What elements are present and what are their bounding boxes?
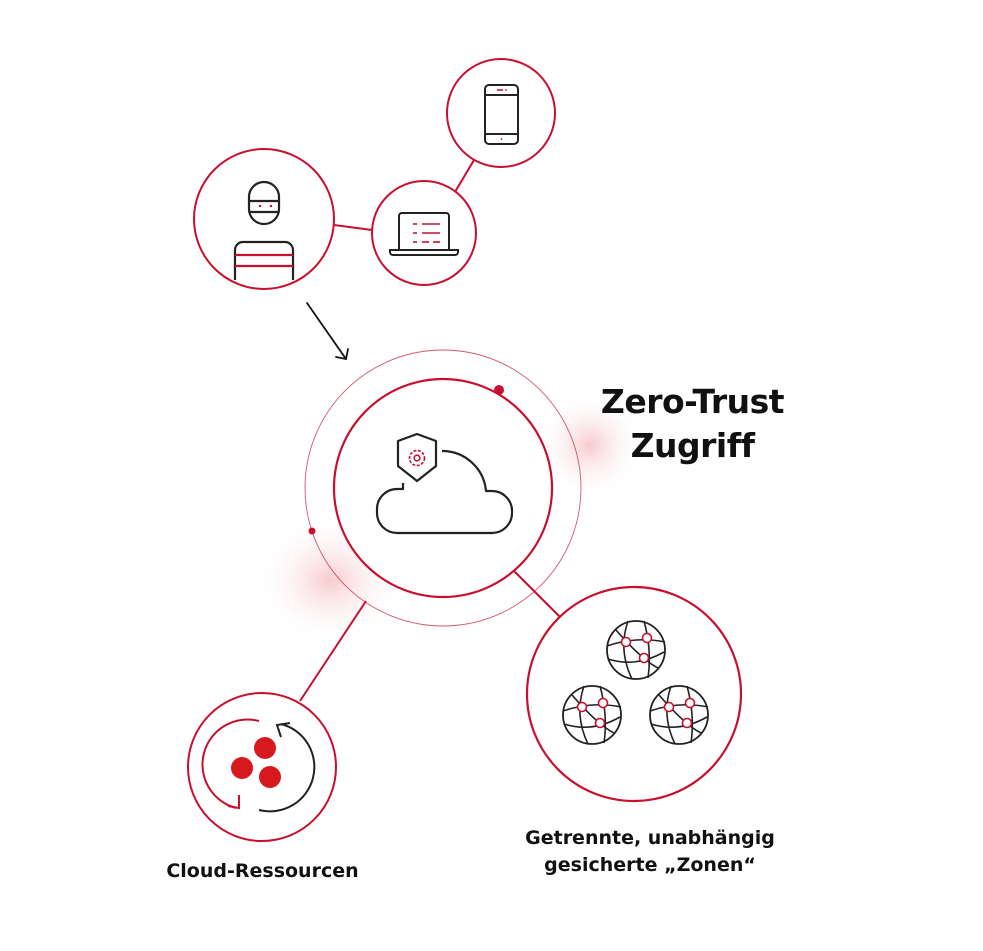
outer-orbit	[304, 349, 582, 627]
zones-label: Getrennte, unabhängig gesicherte „Zonen“	[500, 825, 800, 879]
resource-dot	[231, 757, 253, 779]
network-node	[638, 652, 650, 664]
title-line-2: Zugriff	[630, 426, 755, 465]
globe-network-icon	[649, 685, 709, 745]
network-node	[681, 717, 693, 729]
connectors	[299, 159, 562, 702]
laptop-icon	[389, 212, 459, 256]
orbit-dot-left	[308, 527, 316, 535]
zones-label-line-1: Getrennte, unabhängig	[525, 827, 775, 849]
network-node	[684, 697, 696, 709]
cloud-shield-gear-icon	[375, 432, 514, 535]
laptop-node[interactable]	[371, 180, 477, 286]
smartphone-icon	[484, 84, 519, 145]
cloud-resources-node[interactable]	[187, 692, 337, 842]
page-title: Zero-Trust Zugriff	[575, 380, 810, 468]
connector-user-laptop	[333, 224, 373, 231]
globe-network-icons	[562, 620, 709, 745]
center-node[interactable]	[304, 349, 582, 627]
network-node	[597, 697, 609, 709]
zones-node[interactable]	[525, 585, 743, 803]
inner-ring	[332, 377, 554, 599]
connector-center-zones	[513, 570, 562, 619]
globe-network-icon	[562, 685, 622, 745]
network-node	[620, 636, 632, 648]
title-line-1: Zero-Trust	[600, 382, 785, 421]
network-node	[641, 632, 653, 644]
network-node	[576, 701, 588, 713]
cycle-arrow-black	[258, 723, 316, 813]
masked-user-icon	[233, 180, 295, 280]
network-node	[663, 701, 675, 713]
laptop-screen-lines	[413, 223, 440, 243]
connector-laptop-phone	[454, 159, 475, 193]
resource-dot	[254, 737, 276, 759]
globe-network-icon	[606, 620, 666, 680]
user-node[interactable]	[193, 148, 335, 290]
phone-node[interactable]	[446, 58, 556, 168]
cloud-resources-label: Cloud-Ressourcen	[166, 860, 359, 882]
network-node	[594, 717, 606, 729]
resource-dot	[259, 766, 281, 788]
cycle-arrow-red	[201, 718, 260, 809]
orbit-dot-top	[494, 385, 504, 395]
zones-label-line-2: gesicherte „Zonen“	[544, 854, 756, 876]
arrow-icon	[306, 302, 349, 361]
cloud-resources-cycle-icon	[201, 718, 316, 813]
connector-center-cloud	[299, 600, 367, 702]
gear-icon	[408, 449, 426, 467]
glow-right	[535, 390, 645, 500]
